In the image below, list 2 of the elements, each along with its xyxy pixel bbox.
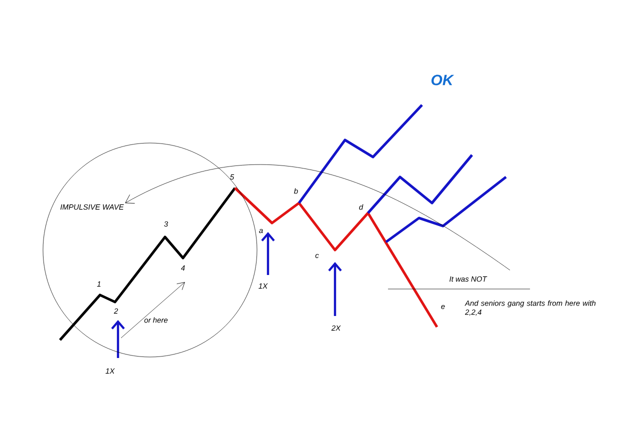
curved-arrow: [125, 164, 510, 270]
heading: OK: [432, 74, 454, 86]
